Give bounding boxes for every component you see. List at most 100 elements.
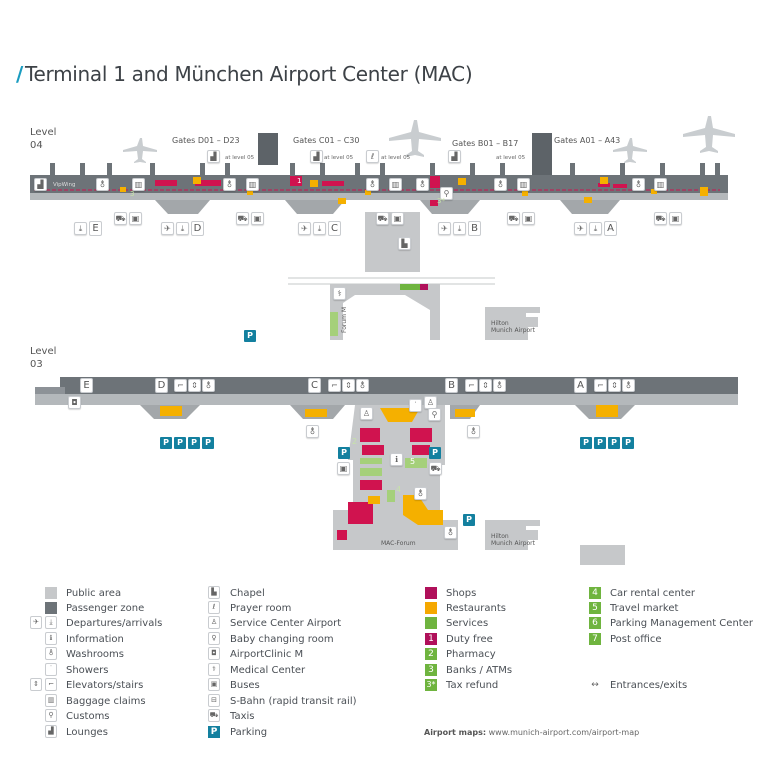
lounge-icon[interactable]: ▟	[310, 150, 323, 163]
washrooms-icon[interactable]: ⚨	[356, 379, 369, 392]
parking-icon[interactable]: P	[160, 437, 172, 449]
terminal-e-04[interactable]: E	[89, 221, 102, 236]
washrooms-icon[interactable]: ⚨	[622, 379, 635, 392]
washrooms-icon[interactable]: ⚨	[416, 178, 429, 191]
at-level-05: at level 05	[496, 155, 526, 161]
departures-icon[interactable]: ✈	[298, 222, 311, 235]
taxi-icon[interactable]: ⛟	[114, 212, 127, 225]
baggage-claims-icon[interactable]: ▥	[654, 178, 667, 191]
parking-icon[interactable]: P	[202, 437, 214, 449]
departures-icon[interactable]: ✈	[574, 222, 587, 235]
bus-icon[interactable]: ▣	[522, 212, 535, 225]
parking-icon[interactable]: P	[580, 437, 592, 449]
terminal-e-03[interactable]: E	[80, 378, 93, 393]
legend-buses: ▣Buses	[208, 678, 260, 693]
legend-service-center: ♙Service Center Airport	[208, 616, 341, 631]
washrooms-icon: ⚨	[45, 647, 57, 660]
baggage-claims-icon[interactable]: ▥	[132, 178, 145, 191]
terminal-c-04[interactable]: C	[328, 221, 341, 236]
arrivals-icon[interactable]: ⤓	[313, 222, 326, 235]
taxi-icon[interactable]: ⛟	[236, 212, 249, 225]
baggage-claims-icon[interactable]: ▥	[517, 178, 530, 191]
arrivals-icon[interactable]: ⤓	[74, 222, 87, 235]
parking-icon[interactable]: P	[174, 437, 186, 449]
washrooms-icon[interactable]: ⚨	[467, 425, 480, 438]
departures-icon[interactable]: ✈	[438, 222, 451, 235]
services-swatch	[425, 617, 437, 629]
parking-icon[interactable]: P	[622, 437, 634, 449]
service-center-icon[interactable]: ♙	[360, 407, 373, 420]
airplane-icon	[613, 138, 647, 163]
parking-icon[interactable]: P	[608, 437, 620, 449]
parking-icon[interactable]: P	[463, 514, 475, 526]
at-level-05: at level 05	[225, 155, 255, 161]
legend-services: Services	[425, 616, 488, 631]
elevator-icon[interactable]: ⇕	[188, 379, 201, 392]
lounge-icon[interactable]: ▟	[448, 150, 461, 163]
legend-public-area: Public area	[45, 586, 121, 601]
terminal-b-04[interactable]: B	[468, 221, 481, 236]
bus-icon[interactable]: ▣	[337, 462, 350, 475]
parking-icon[interactable]: P	[338, 447, 350, 459]
washrooms-icon[interactable]: ⚨	[366, 178, 379, 191]
washrooms-icon[interactable]: ⚨	[414, 487, 427, 500]
terminal-a-04[interactable]: A	[604, 221, 617, 236]
parking-icon[interactable]: P	[188, 437, 200, 449]
stairs-icon[interactable]: ⌐	[465, 379, 478, 392]
washrooms-icon[interactable]: ⚨	[632, 178, 645, 191]
airport-clinic-icon[interactable]: ◘	[68, 396, 81, 409]
lounge-icon[interactable]: ▟	[34, 178, 47, 191]
elevator-icon[interactable]: ⇕	[608, 379, 621, 392]
bus-icon[interactable]: ▣	[251, 212, 264, 225]
baggage-claims-icon[interactable]: ▥	[246, 178, 259, 191]
customs-icon[interactable]: ⚲	[428, 408, 441, 421]
airport-map-link[interactable]: www.munich-airport.com/airport-map	[488, 728, 640, 737]
legend-taxis: ⛟Taxis	[208, 709, 255, 722]
terminal-a-03[interactable]: A	[574, 378, 587, 393]
washrooms-icon[interactable]: ⚨	[444, 526, 457, 539]
medical-center-icon[interactable]: ⚕	[333, 287, 346, 300]
elevator-icon[interactable]: ⇕	[479, 379, 492, 392]
stairs-icon[interactable]: ⌐	[594, 379, 607, 392]
stairs-icon[interactable]: ⌐	[174, 379, 187, 392]
taxi-icon[interactable]: ⛟	[654, 212, 667, 225]
washrooms-icon[interactable]: ⚨	[306, 425, 319, 438]
bus-icon[interactable]: ▣	[669, 212, 682, 225]
arrivals-icon[interactable]: ⤓	[589, 222, 602, 235]
terminal-d-03[interactable]: D	[155, 378, 168, 393]
taxi-icon[interactable]: ⛟	[507, 212, 520, 225]
showers-icon[interactable]: ˙	[409, 399, 422, 412]
washrooms-icon[interactable]: ⚨	[223, 178, 236, 191]
information-icon[interactable]: ℹ	[390, 453, 403, 466]
prayer-room-icon[interactable]: ℓ	[366, 150, 379, 163]
arrivals-icon[interactable]: ⤓	[453, 222, 466, 235]
parking-icon[interactable]: P	[244, 330, 256, 342]
washrooms-icon[interactable]: ⚨	[202, 379, 215, 392]
bus-icon[interactable]: ▣	[391, 212, 404, 225]
bank-number: 3	[130, 190, 135, 198]
washrooms-icon[interactable]: ⚨	[493, 379, 506, 392]
terminal-b-03[interactable]: B	[445, 378, 458, 393]
chapel-icon[interactable]: ▙	[398, 237, 411, 250]
bus-icon[interactable]: ▣	[129, 212, 142, 225]
terminal-d-04[interactable]: D	[191, 221, 204, 236]
taxi-icon[interactable]: ⛟	[376, 212, 389, 225]
parking-icon[interactable]: P	[429, 447, 441, 459]
washrooms-icon[interactable]: ⚨	[96, 178, 109, 191]
forum-m-building	[330, 284, 440, 340]
shops	[155, 176, 627, 206]
stairs-icon[interactable]: ⌐	[328, 379, 341, 392]
taxi-icon[interactable]: ⛟	[429, 462, 442, 475]
terminal-c-03[interactable]: C	[308, 378, 321, 393]
lounge-icon[interactable]: ▟	[207, 150, 220, 163]
baggage-claims-icon[interactable]: ▥	[389, 178, 402, 191]
arrivals-icon[interactable]: ⤓	[176, 222, 189, 235]
departures-icon[interactable]: ✈	[161, 222, 174, 235]
elevator-icon[interactable]: ⇕	[342, 379, 355, 392]
washrooms-icon[interactable]: ⚨	[494, 178, 507, 191]
parking-icon[interactable]: P	[594, 437, 606, 449]
customs-icon[interactable]: ⚲	[440, 187, 453, 200]
